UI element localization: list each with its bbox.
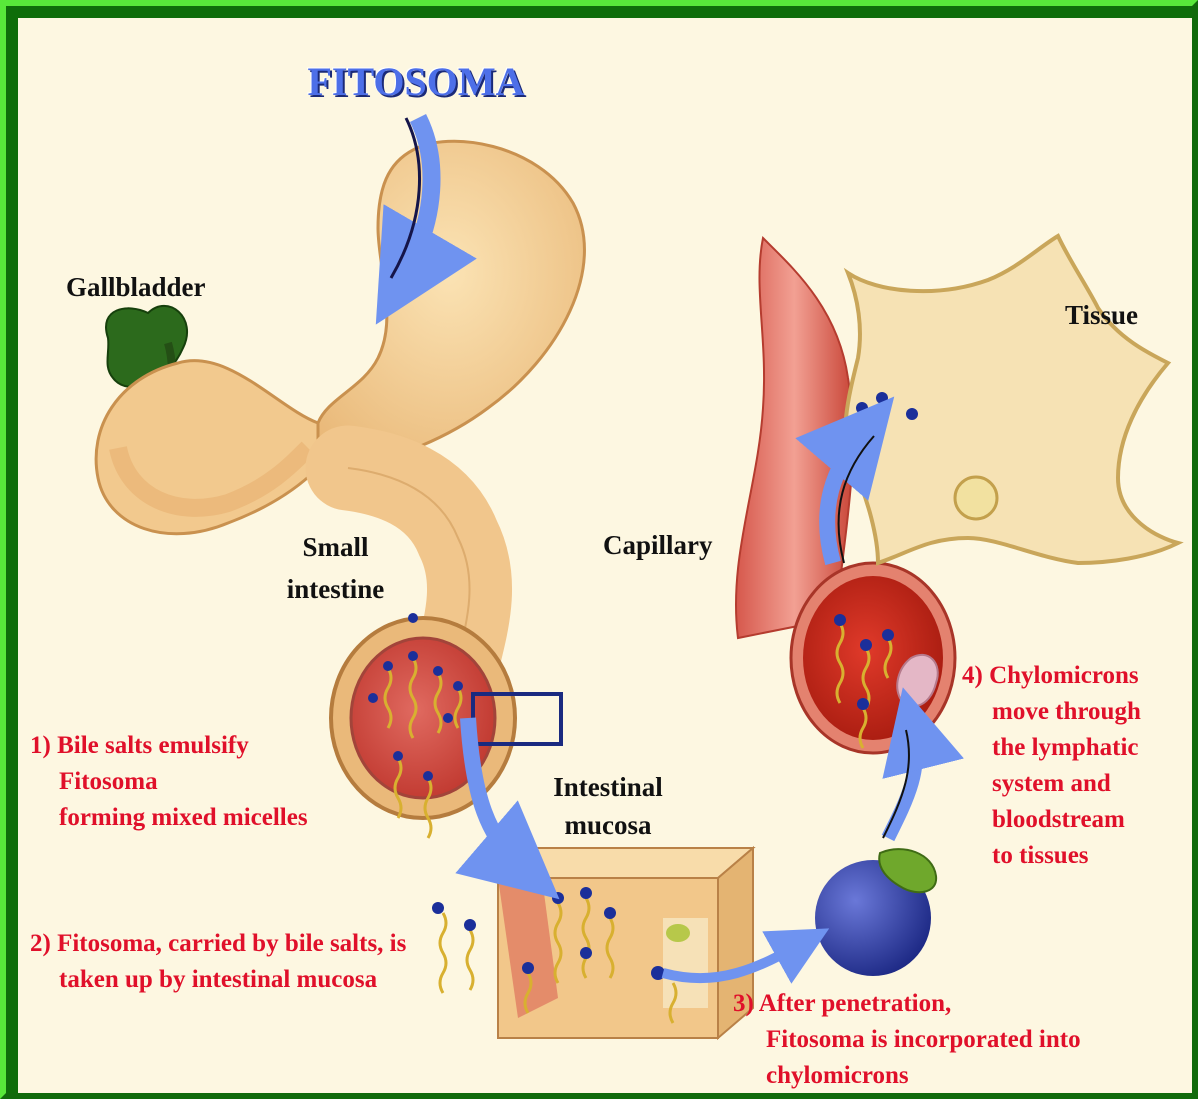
step-4: 4) Chylomicrons move through the lymphat… xyxy=(962,658,1141,874)
step-4-line-4: system and xyxy=(962,766,1141,802)
label-gallbladder: Gallbladder xyxy=(66,270,206,304)
label-tissue: Tissue xyxy=(1065,298,1138,332)
small-intestine-shape xyxy=(331,468,515,818)
step-4-line-1: Chylomicrons xyxy=(989,662,1139,689)
label-intestinal-mucosa: Intestinal mucosa xyxy=(538,770,678,842)
step-1-line-2: Fitosoma xyxy=(30,764,308,800)
step-3-line-2: Fitosoma is incorporated into xyxy=(733,1022,1081,1058)
step-1: 1) Bile salts emulsify Fitosoma forming … xyxy=(30,728,308,836)
step-2-line-1: Fitosoma, carried by bile salts, is xyxy=(57,930,406,957)
step-1-line-3: forming mixed micelles xyxy=(30,800,308,836)
step-1-line-1: Bile salts emulsify xyxy=(57,732,249,759)
step-1-number: 1) xyxy=(30,728,51,764)
chylomicron xyxy=(815,849,936,976)
step-3-line-3: chylomicrons xyxy=(733,1058,1081,1093)
step-3-number: 3) xyxy=(733,986,754,1022)
label-small-intestine-line1: Small xyxy=(273,530,398,564)
step-4-number: 4) xyxy=(962,658,983,694)
intestinal-mucosa-block xyxy=(498,848,753,1038)
label-capillary: Capillary xyxy=(603,528,713,562)
label-intestinal-mucosa-line2: mucosa xyxy=(538,808,678,842)
step-4-line-3: the lymphatic xyxy=(962,730,1141,766)
diagram-title: FITOSOMA xyxy=(286,58,546,105)
step-3: 3) After penetration, Fitosoma is incorp… xyxy=(733,986,1081,1093)
step-4-line-5: bloodstream xyxy=(962,802,1141,838)
label-intestinal-mucosa-line1: Intestinal xyxy=(538,770,678,804)
label-small-intestine: Small intestine xyxy=(273,530,398,606)
step-2-number: 2) xyxy=(30,926,51,962)
step-2: 2) Fitosoma, carried by bile salts, is t… xyxy=(30,926,406,998)
step-3-line-1: After penetration, xyxy=(759,990,952,1017)
step-4-line-2: move through xyxy=(962,694,1141,730)
tissue-cell-shape xyxy=(845,236,1178,563)
step-2-line-2: taken up by intestinal mucosa xyxy=(30,962,406,998)
step-4-line-6: to tissues xyxy=(962,838,1141,874)
label-small-intestine-line2: intestine xyxy=(273,572,398,606)
diagram-canvas: FITOSOMA Gallbladder Small intestine Int… xyxy=(18,18,1192,1093)
